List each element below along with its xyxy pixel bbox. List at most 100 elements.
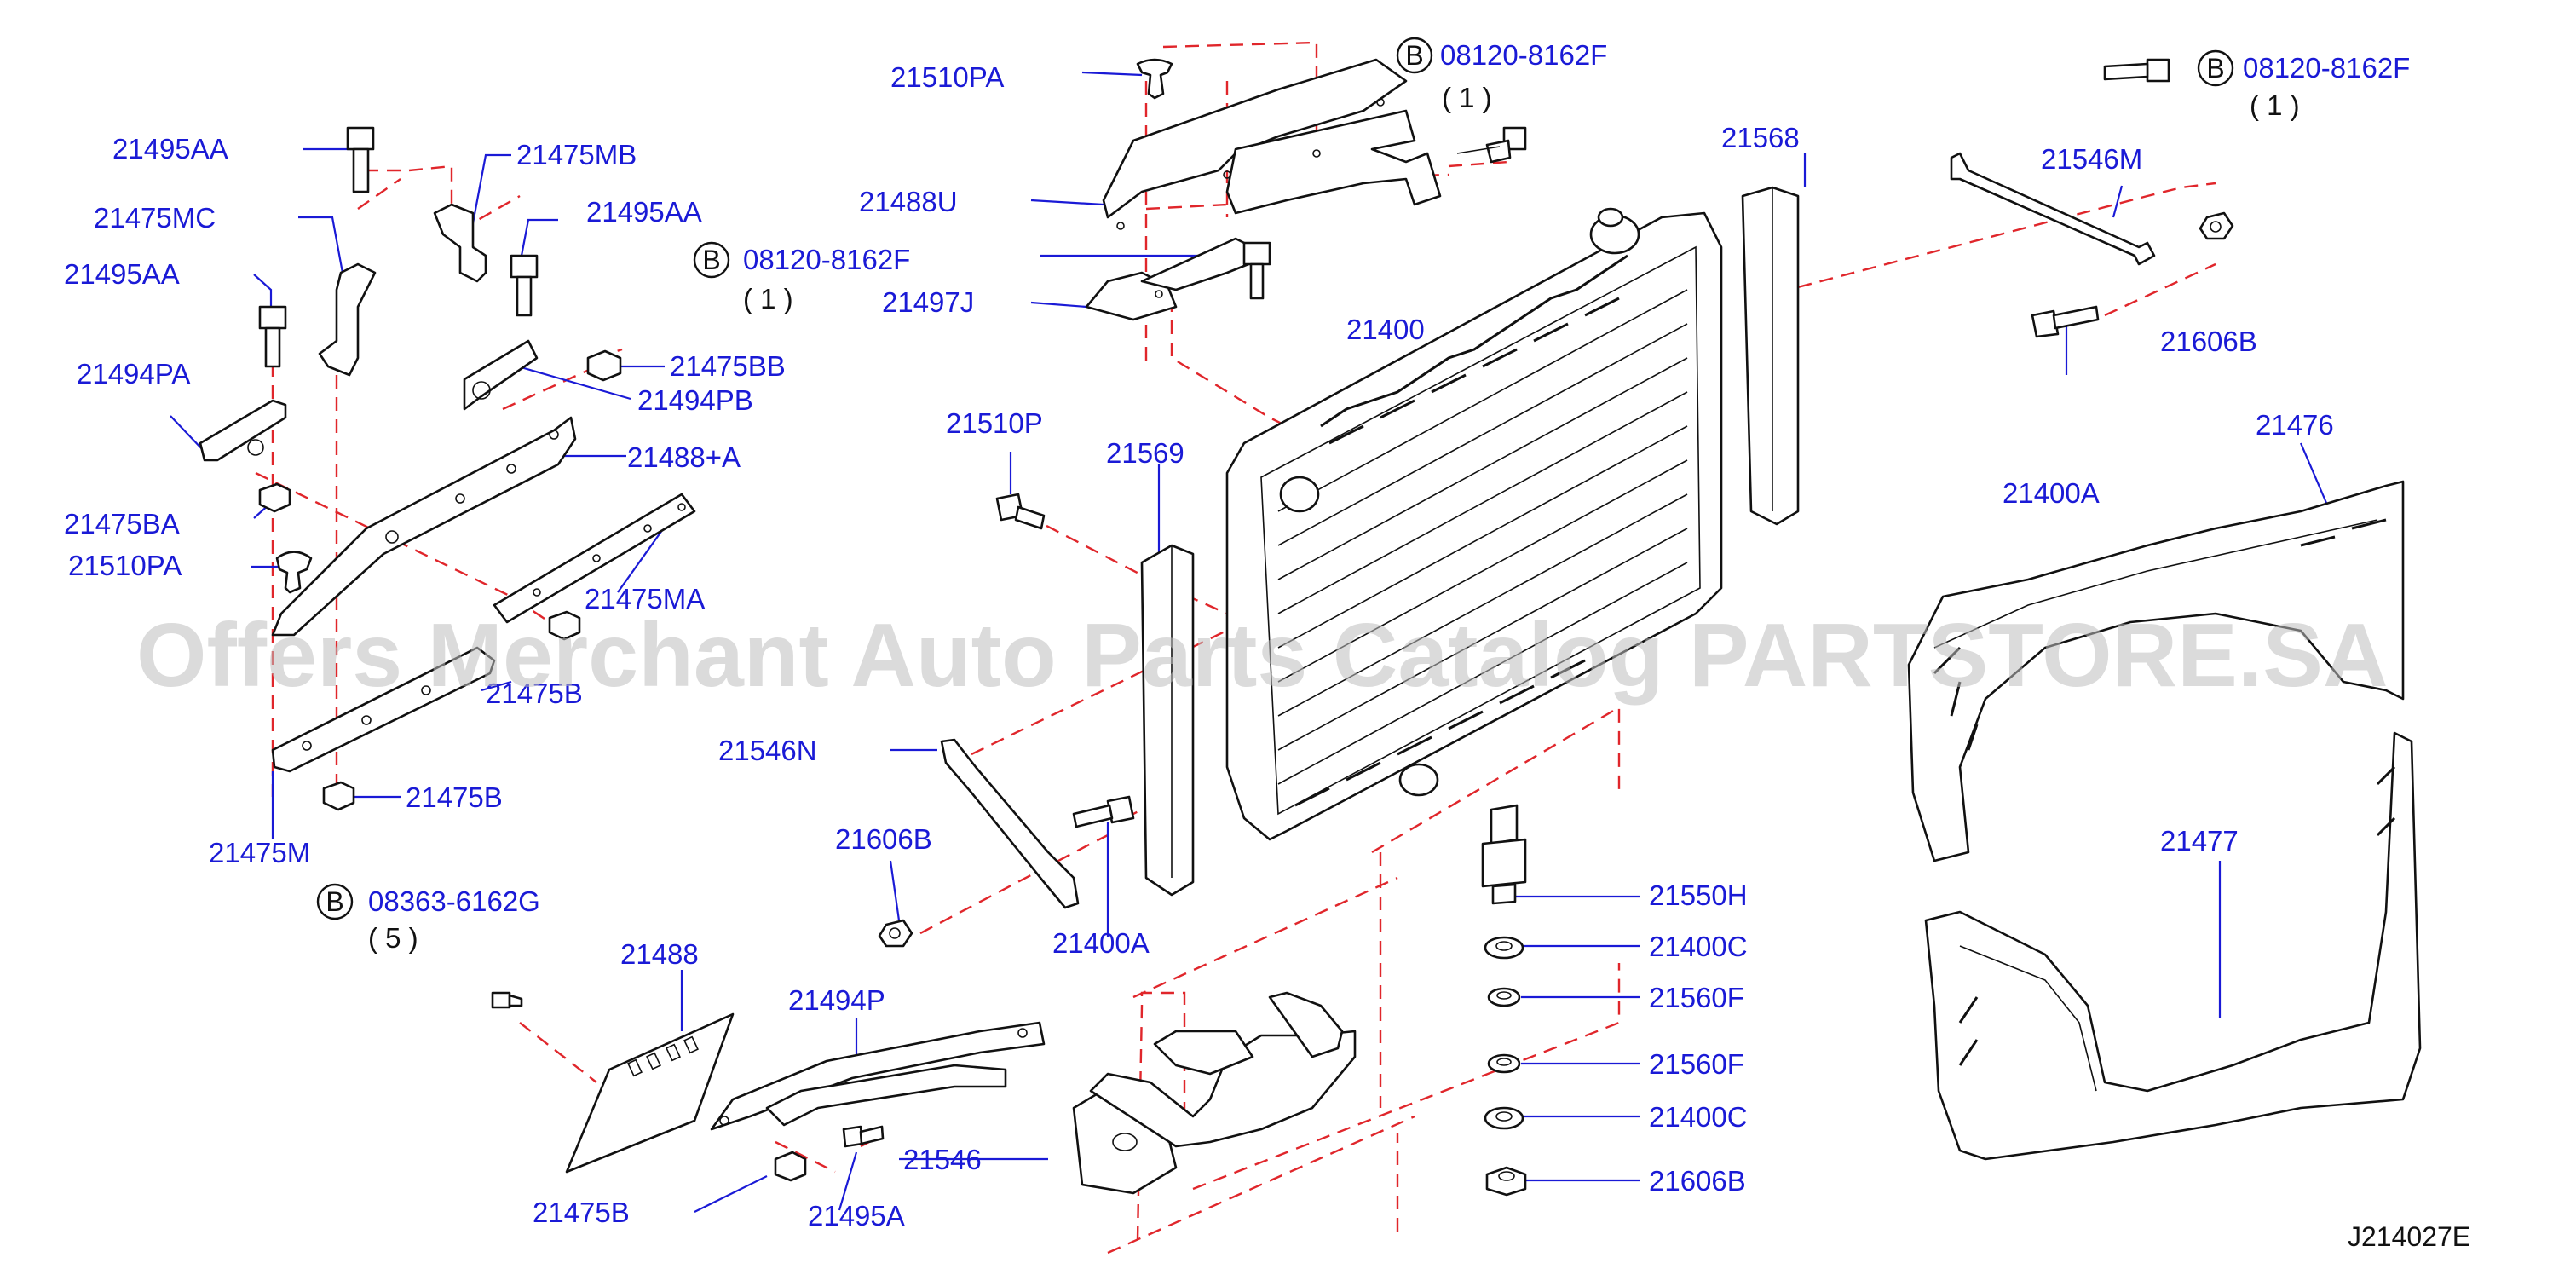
label-21510PA[interactable]: 21510PA bbox=[68, 550, 182, 581]
label-21488U[interactable]: 21488U bbox=[859, 186, 958, 217]
svg-text:( 1 ): ( 1 ) bbox=[743, 283, 793, 314]
label-21475B[interactable]: 21475B bbox=[486, 678, 583, 709]
bolt-icon bbox=[1456, 126, 1527, 164]
washer-icon bbox=[1487, 987, 1521, 1007]
bolt-icon bbox=[1072, 795, 1135, 828]
bolt-ref-left-middle: B 08120-8162F ( 1 ) bbox=[693, 241, 910, 314]
bracket-21546M bbox=[1950, 152, 2156, 266]
label-21550H[interactable]: 21550H bbox=[1649, 880, 1748, 911]
label-21488[interactable]: 21488 bbox=[620, 938, 699, 970]
bolt-ref-top-center: B 08120-8162F ( 1 ) bbox=[1396, 37, 1607, 113]
label-21475M[interactable]: 21475M bbox=[209, 837, 310, 868]
label-21494PA[interactable]: 21494PA bbox=[77, 358, 190, 389]
nut-icon bbox=[586, 349, 622, 382]
label-21495AA[interactable]: 21495AA bbox=[112, 133, 228, 164]
label-21475B[interactable]: 21475B bbox=[406, 782, 503, 813]
nut-icon bbox=[1485, 1166, 1527, 1197]
label-21495A[interactable]: 21495A bbox=[808, 1200, 905, 1232]
label-21494P[interactable]: 21494P bbox=[788, 984, 885, 1016]
clip-icon bbox=[275, 551, 313, 594]
nut-icon bbox=[774, 1151, 807, 1182]
label-21510PA[interactable]: 21510PA bbox=[890, 61, 1004, 93]
washer-icon bbox=[1484, 1106, 1524, 1130]
fan-shroud-icon bbox=[1907, 480, 2405, 862]
bracket-21494PA bbox=[199, 399, 287, 462]
svg-text:08120-8162F: 08120-8162F bbox=[743, 244, 910, 275]
bracket-21494P bbox=[710, 1021, 1046, 1131]
label-21475MA[interactable]: 21475MA bbox=[585, 583, 705, 614]
svg-text:08120-8162F: 08120-8162F bbox=[2243, 52, 2410, 84]
nut-icon bbox=[878, 919, 913, 948]
svg-text:( 5 ): ( 5 ) bbox=[368, 922, 418, 954]
label-21400A[interactable]: 21400A bbox=[2003, 477, 2100, 509]
svg-text:B: B bbox=[2206, 53, 2224, 84]
label-21475BB[interactable]: 21475BB bbox=[670, 350, 786, 382]
bracket-21475M bbox=[271, 646, 496, 773]
nut-icon bbox=[548, 610, 581, 641]
label-21569[interactable]: 21569 bbox=[1106, 437, 1184, 469]
bolt-ref-bottom-left: B 08363-6162G ( 5 ) bbox=[316, 883, 540, 954]
label-21568[interactable]: 21568 bbox=[1721, 122, 1800, 153]
bolt-ref-top-right: B 08120-8162F ( 1 ) bbox=[2197, 49, 2410, 121]
label-21488A[interactable]: 21488+A bbox=[627, 441, 741, 473]
svg-text:( 1 ): ( 1 ) bbox=[2250, 89, 2300, 121]
clip-icon bbox=[1136, 58, 1173, 100]
label-21497J[interactable]: 21497J bbox=[882, 286, 974, 318]
label-21477[interactable]: 21477 bbox=[2160, 825, 2239, 857]
seal-21569 bbox=[1140, 544, 1195, 897]
bolt-icon bbox=[995, 493, 1046, 530]
label-21475MB[interactable]: 21475MB bbox=[516, 139, 637, 170]
grommet-21550H bbox=[1481, 804, 1527, 905]
part-labels: 21510PA 21488U 21497J 21495AA 21475MB 21… bbox=[64, 61, 2334, 1232]
label-21475B[interactable]: 21475B bbox=[533, 1197, 630, 1228]
bracket-21475MA bbox=[493, 493, 696, 624]
label-21400C[interactable]: 21400C bbox=[1649, 1101, 1748, 1133]
bracket-21494PB bbox=[463, 339, 539, 411]
plate-21488 bbox=[565, 1012, 735, 1174]
bracket-21546 bbox=[1072, 991, 1357, 1195]
label-21510P[interactable]: 21510P bbox=[946, 407, 1043, 439]
bracket-21475MC bbox=[318, 262, 377, 377]
bracket-21546N bbox=[940, 738, 1080, 909]
svg-text:08120-8162F: 08120-8162F bbox=[1440, 39, 1607, 71]
label-21476[interactable]: 21476 bbox=[2256, 409, 2334, 441]
label-21606B[interactable]: 21606B bbox=[835, 823, 932, 855]
label-21400A[interactable]: 21400A bbox=[1052, 927, 1150, 959]
bolt-icon bbox=[510, 254, 539, 317]
nut-icon bbox=[258, 482, 291, 513]
label-21606B[interactable]: 21606B bbox=[1649, 1165, 1746, 1197]
nut-icon bbox=[2199, 211, 2234, 240]
label-21546M[interactable]: 21546M bbox=[2041, 143, 2142, 175]
svg-text:B: B bbox=[702, 245, 720, 275]
plate-21488A bbox=[271, 416, 577, 637]
bracket-21475MB bbox=[433, 203, 487, 283]
fan-shroud-icon bbox=[1924, 731, 2422, 1161]
bolt-icon bbox=[491, 991, 523, 1009]
watermark: Offers Merchant Auto Parts Catalog PARTS… bbox=[136, 605, 2389, 706]
svg-text:08363-6162G: 08363-6162G bbox=[368, 885, 540, 917]
label-21475BA[interactable]: 21475BA bbox=[64, 508, 180, 539]
label-21475MC[interactable]: 21475MC bbox=[94, 202, 216, 234]
label-21560F[interactable]: 21560F bbox=[1649, 982, 1744, 1013]
bolt-icon bbox=[842, 1125, 885, 1148]
bolt-icon bbox=[346, 126, 375, 193]
svg-text:B: B bbox=[326, 886, 343, 917]
label-21400C[interactable]: 21400C bbox=[1649, 931, 1748, 962]
label-21494PB[interactable]: 21494PB bbox=[637, 384, 753, 416]
svg-text:( 1 ): ( 1 ) bbox=[1442, 82, 1492, 113]
bolt-icon bbox=[2031, 305, 2100, 338]
washer-icon bbox=[1484, 936, 1524, 960]
label-21495AA[interactable]: 21495AA bbox=[586, 196, 702, 228]
bolt-icon bbox=[1242, 241, 1271, 300]
label-21606B[interactable]: 21606B bbox=[2160, 326, 2257, 357]
label-21560F[interactable]: 21560F bbox=[1649, 1048, 1744, 1080]
label-21546N[interactable]: 21546N bbox=[718, 735, 817, 766]
label-21546[interactable]: 21546 bbox=[903, 1144, 982, 1175]
label-21400[interactable]: 21400 bbox=[1346, 314, 1425, 345]
radiator-icon bbox=[1225, 207, 1723, 841]
label-21495AA[interactable]: 21495AA bbox=[64, 258, 180, 290]
svg-text:B: B bbox=[1405, 40, 1423, 71]
bolt-icon bbox=[2103, 58, 2170, 83]
